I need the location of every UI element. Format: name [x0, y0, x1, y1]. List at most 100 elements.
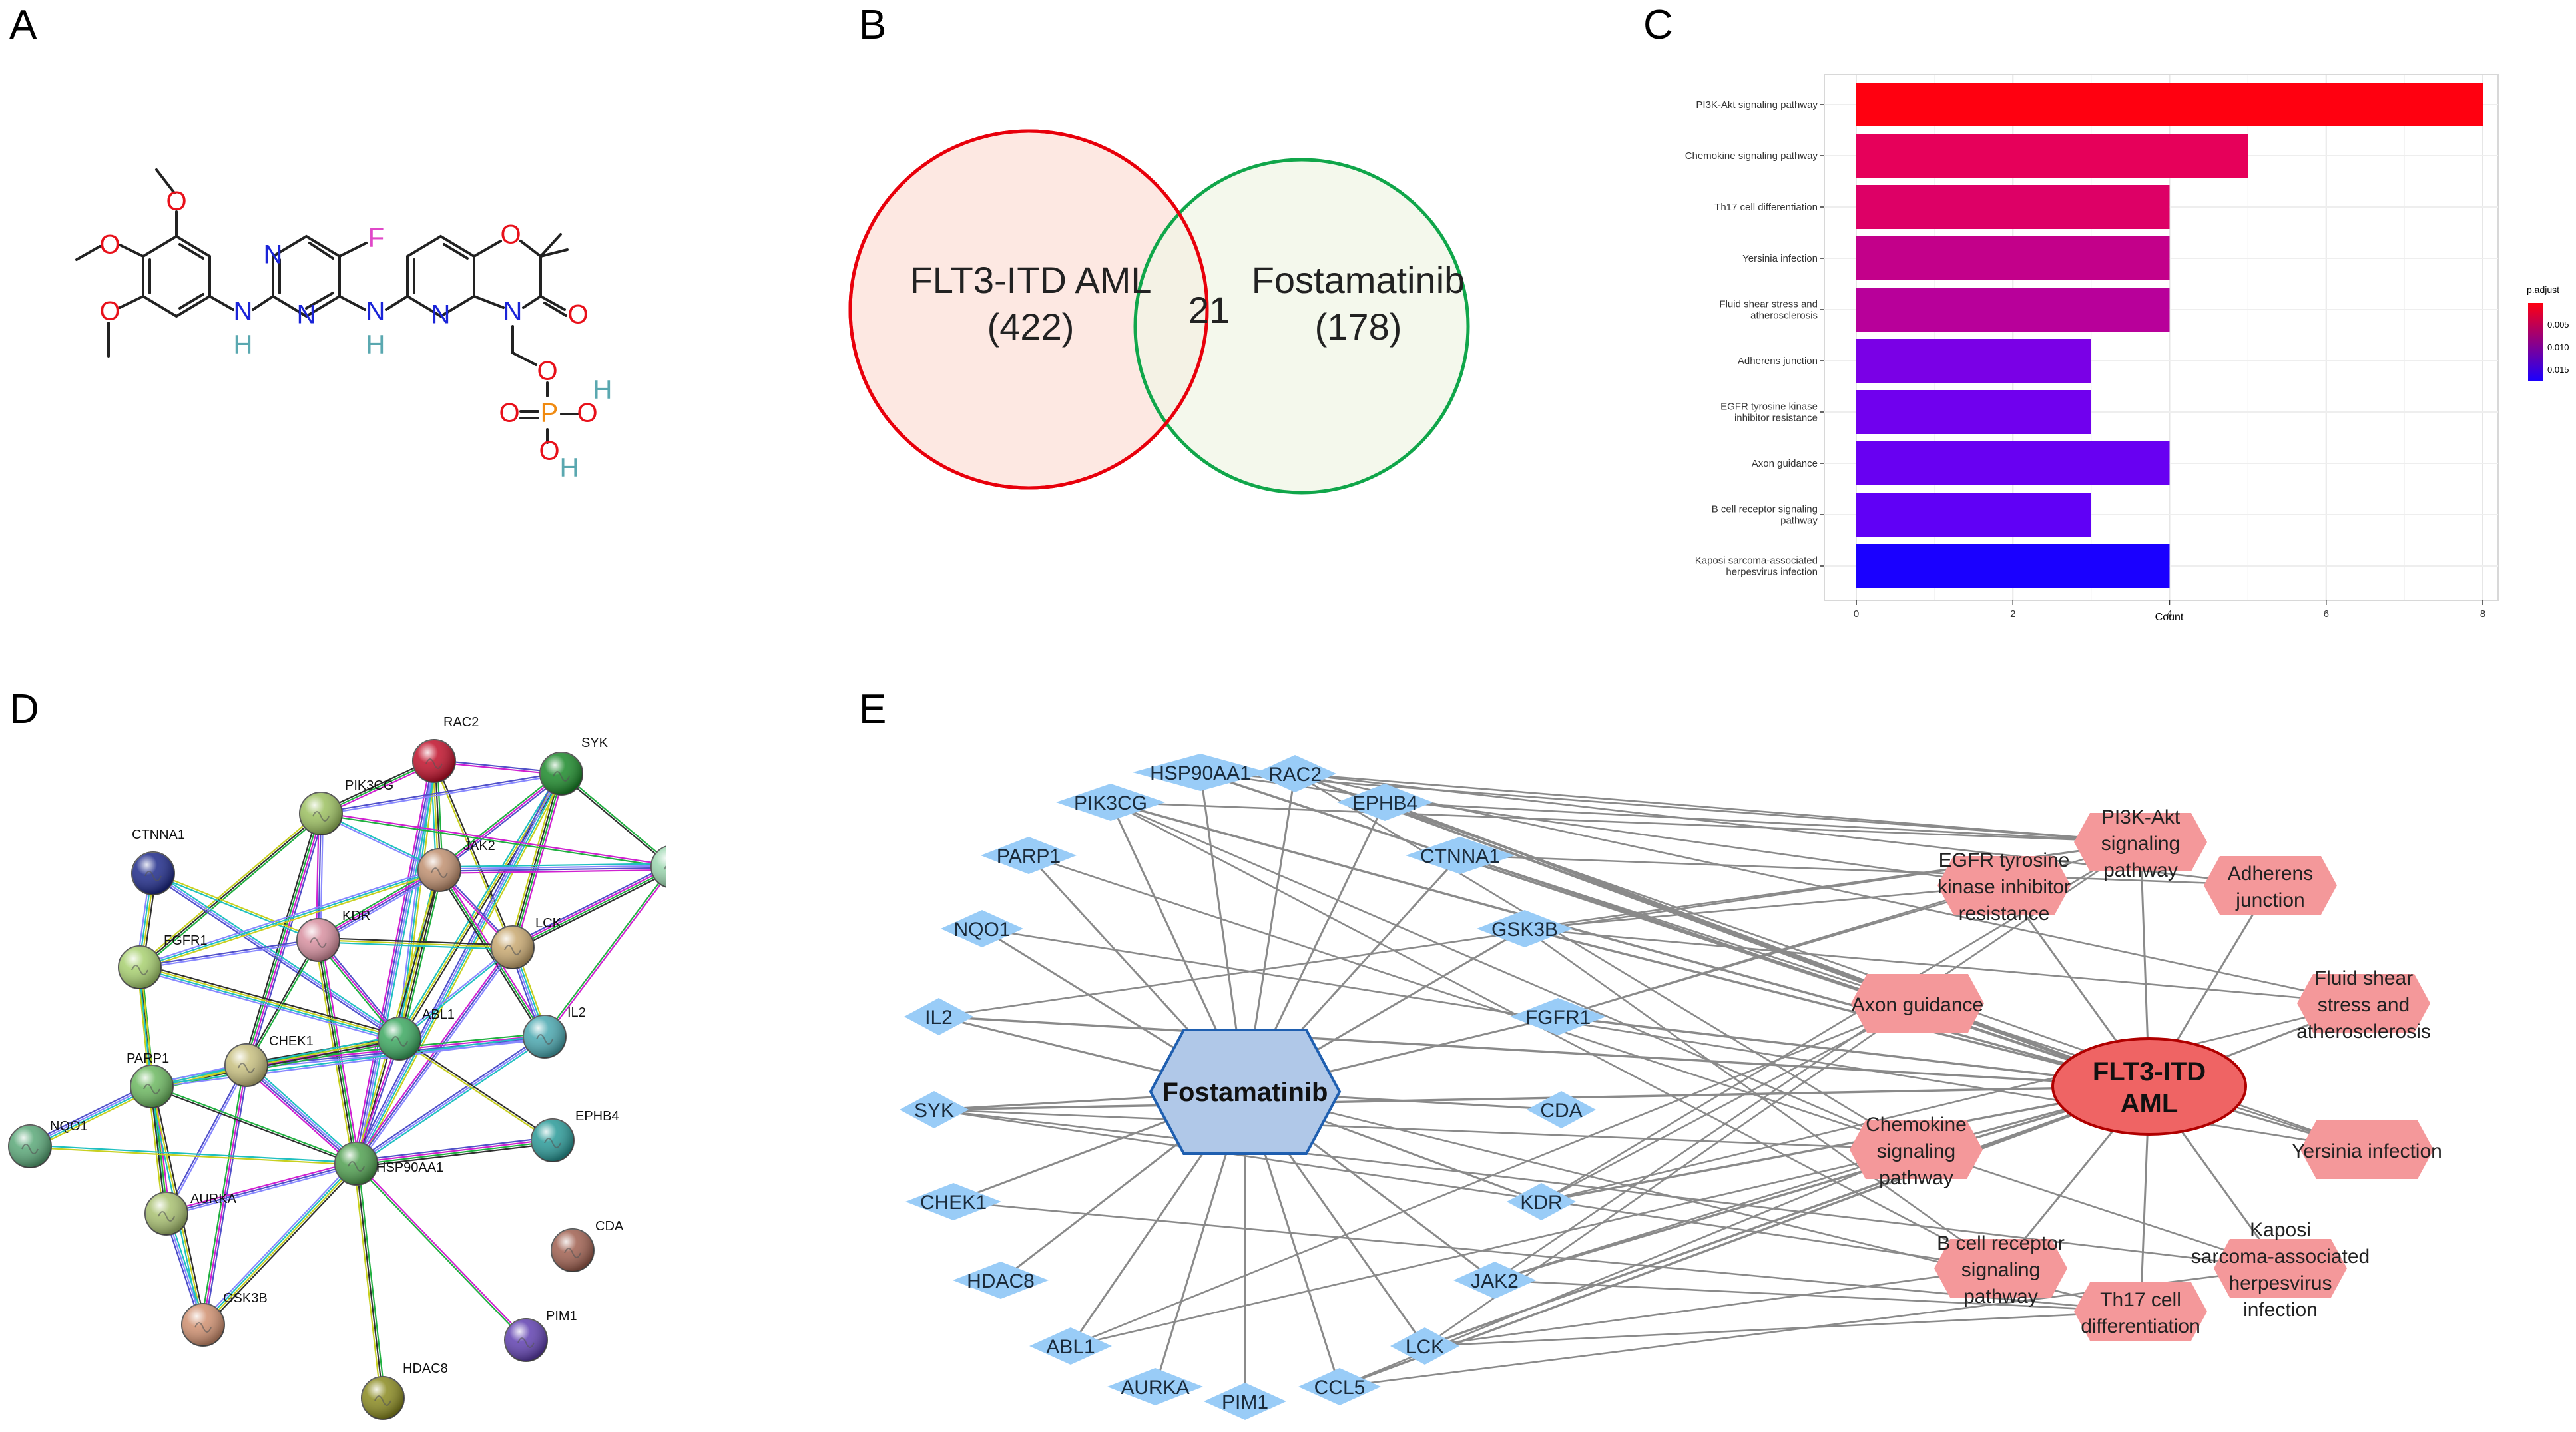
- ppi-edge-hsp90aa1-gsk3b: [200, 1160, 360, 1328]
- ppi-node-label-nqo1: NQO1: [50, 1119, 88, 1134]
- atom-n-pyrimidine-1: N: [264, 240, 283, 270]
- svg-text:8: 8: [2480, 608, 2485, 620]
- venn-left-count: (422): [987, 306, 1075, 348]
- venn-circle-fostamatinib: [1133, 158, 1470, 495]
- ppi-edge-rac2-abl1: [396, 760, 437, 1039]
- atom-o-double: O: [499, 399, 519, 428]
- atom-h-amine-1: H: [234, 330, 253, 359]
- bar-pi3k-akt-signaling-pathway: [1856, 83, 2483, 126]
- ppi-node-label-ephb4: EPHB4: [575, 1109, 619, 1124]
- svg-text:pathway: pathway: [1879, 1167, 1953, 1189]
- ppi-edge-parp1-gsk3b: [148, 1086, 206, 1325]
- ppi-edge-abl1-chek1: [246, 1035, 400, 1069]
- ppi-edge-parp1-il2: [151, 1035, 545, 1088]
- ppi-node-gsk3b: GSK3B: [181, 1291, 268, 1347]
- svg-text:atherosclerosis: atherosclerosis: [1750, 310, 1818, 322]
- category-label-yersinia-infection: Yersinia infection: [1742, 253, 1824, 264]
- ppi-node-nqo1: NQO1: [8, 1119, 88, 1168]
- ppi-edge-parp1-aurka: [148, 1086, 170, 1214]
- ppi-node-label-chek1: CHEK1: [269, 1034, 314, 1049]
- ppi-node-jak2: JAK2: [417, 839, 495, 892]
- ppi-edge-abl1-hsp90aa1: [354, 1038, 401, 1164]
- network-edges: [933, 771, 2368, 1401]
- legend-label-3: 0.015: [2547, 365, 2569, 375]
- bar-adherens-junction: [1856, 339, 2091, 383]
- target-node-nqo1: NQO1: [941, 910, 1023, 947]
- legend-title: p.adjust: [2527, 284, 2559, 295]
- ppi-edge-syk-abl1: [397, 772, 564, 1041]
- ppi-edge-jak2-fgfr1: [138, 867, 441, 971]
- ppi-node-label-ctnna1: CTNNA1: [132, 828, 185, 842]
- ppi-edge-kdr-fgfr1: [139, 938, 319, 969]
- atom-o-hydroxyl-1: O: [577, 399, 597, 428]
- category-label-axon-guidance: Axon guidance: [1752, 458, 1824, 469]
- svg-text:Chemokine: Chemokine: [1866, 1114, 1967, 1136]
- ppi-edge-aurka-gsk3b: [163, 1212, 206, 1326]
- ppi-node-lck: LCK: [491, 916, 562, 969]
- plot-panel: [1824, 74, 2499, 601]
- svg-text:signaling: signaling: [1877, 1140, 1955, 1162]
- svg-text:Adherens junction: Adherens junction: [1738, 356, 1818, 367]
- category-label-th17-cell-differentiation: Th17 cell differentiation: [1714, 202, 1824, 213]
- ppi-node-ccl5: CCL5: [650, 845, 666, 888]
- svg-text:Yersinia infection: Yersinia infection: [2292, 1140, 2442, 1162]
- svg-text:CCL5: CCL5: [1314, 1377, 1366, 1399]
- svg-text:2: 2: [2010, 608, 2015, 620]
- chart-bars: [1856, 83, 2483, 588]
- category-label-pi3k-akt-signaling-pathway: PI3K-Akt signaling pathway: [1696, 99, 1824, 111]
- ppi-edge-pik3cg-fgfr1: [138, 811, 323, 970]
- svg-text:kinase inhibitor: kinase inhibitor: [1937, 876, 2071, 898]
- target-node-lck: LCK: [1390, 1327, 1459, 1365]
- atom-n-amine-2: N: [366, 297, 386, 326]
- svg-text:differentiation: differentiation: [2081, 1315, 2200, 1337]
- ppi-node-ephb4: EPHB4: [531, 1109, 619, 1162]
- svg-text:CDA: CDA: [1540, 1100, 1582, 1122]
- ppi-node-label-abl1: ABL1: [422, 1007, 455, 1022]
- svg-text:CHEK1: CHEK1: [920, 1192, 987, 1214]
- target-node-hdac8: HDAC8: [953, 1262, 1049, 1299]
- target-node-parp1: PARP1: [981, 837, 1077, 874]
- atom-p: P: [541, 399, 559, 428]
- ppi-edge-hsp90aa1-aurka: [165, 1160, 358, 1217]
- svg-text:LCK: LCK: [1406, 1336, 1444, 1358]
- legend-label-1: 0.005: [2547, 320, 2569, 330]
- ppi-edge-kdr-hsp90aa1: [314, 939, 360, 1164]
- ppi-node-label-hsp90aa1: HSP90AA1: [376, 1160, 443, 1175]
- atom-o-methoxy-left: O: [99, 230, 120, 260]
- svg-text:Kaposi sarcoma-associated: Kaposi sarcoma-associated: [1695, 555, 1818, 567]
- target-node-kdr: KDR: [1507, 1183, 1576, 1220]
- atom-f: F: [368, 224, 384, 253]
- svg-text:AURKA: AURKA: [1121, 1377, 1189, 1399]
- pathway-node-th17-cell-differentiation: Th17 cell differentiation: [2074, 1282, 2207, 1341]
- ppi-edge-parp1-nqo1: [28, 1082, 154, 1150]
- svg-text:Adherens: Adherens: [2228, 863, 2313, 885]
- ppi-edge-fgfr1-aurka: [138, 967, 168, 1214]
- ppi-edge-jak2-lck: [438, 869, 514, 949]
- target-node-gsk3b: GSK3B: [1477, 910, 1573, 947]
- svg-text:KDR: KDR: [1520, 1192, 1562, 1214]
- x-tick-6: 6: [2324, 600, 2329, 620]
- ppi-edge-il2-hsp90aa1: [354, 1034, 547, 1166]
- ppi-edge-rac2-pik3cg: [320, 758, 435, 816]
- svg-text:Th17 cell: Th17 cell: [2100, 1289, 2181, 1311]
- svg-text:PIM1: PIM1: [1222, 1391, 1268, 1413]
- x-tick-4: 4: [2167, 600, 2173, 620]
- bar-kaposi-sarcoma-associated-herpesvirus-infection: [1856, 544, 2170, 588]
- atom-n-pyrimidine-2: N: [297, 300, 316, 330]
- svg-text:stress and: stress and: [2318, 994, 2410, 1016]
- atom-o-ester: O: [537, 357, 557, 386]
- atom-n-amine-1: N: [234, 297, 253, 326]
- bar-fluid-shear-stress-and-atherosclerosis: [1856, 288, 2170, 332]
- ppi-edge-jak2-kdr: [316, 866, 441, 944]
- ppi-edge-abl1-ephb4: [398, 1037, 554, 1142]
- svg-text:inhibitor resistance: inhibitor resistance: [1734, 413, 1818, 424]
- ppi-edge-jak2-hsp90aa1: [354, 869, 441, 1164]
- ppi-edge-pik3cg-jak2: [320, 812, 441, 872]
- svg-text:GSK3B: GSK3B: [1491, 919, 1558, 941]
